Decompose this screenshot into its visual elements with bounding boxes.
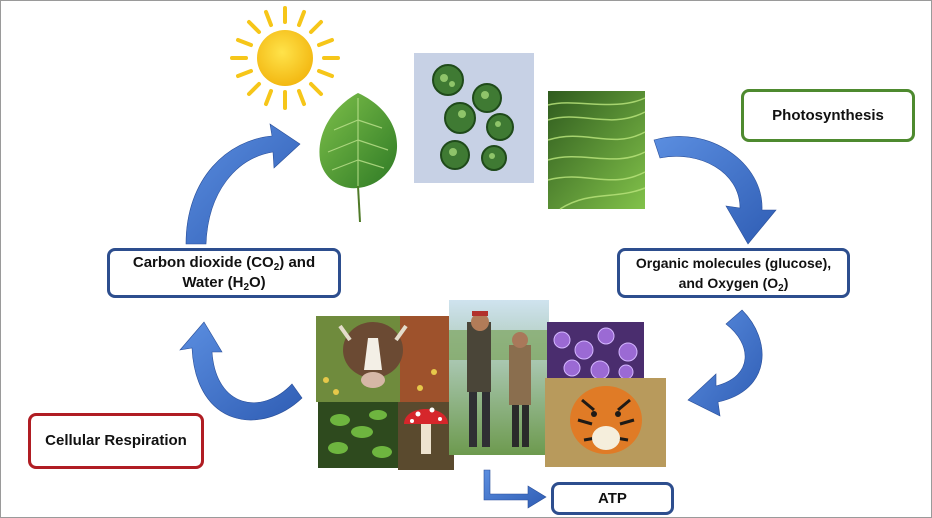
mushroom-image [398, 402, 454, 470]
cellular-respiration-label: Cellular Respiration [45, 432, 187, 449]
bacteria-image [547, 322, 644, 382]
co2-water-line2: Water (H2O) [182, 274, 266, 293]
algae-cells-image [414, 53, 534, 183]
arrow-to-co2-water [179, 321, 303, 421]
organic-molecules-line2: and Oxygen (O2) [678, 275, 789, 294]
co2-water-box: Carbon dioxide (CO2) and Water (H2O) [107, 248, 341, 298]
photosynthesis-box: Photosynthesis [741, 89, 915, 142]
arrow-to-organisms [687, 309, 763, 417]
seagrass-image [547, 91, 646, 210]
co2-water-line1: Carbon dioxide (CO2) and [132, 254, 316, 273]
organic-molecules-line1: Organic molecules (glucose), [635, 255, 832, 271]
atp-box: ATP [551, 482, 674, 515]
arrow-to-photosynthesis [185, 123, 301, 245]
atp-label: ATP [598, 489, 627, 507]
farmers-image [449, 300, 549, 455]
plant-image [318, 402, 398, 468]
organic-molecules-box: Organic molecules (glucose), and Oxygen … [617, 248, 850, 298]
arrow-to-atp [483, 469, 547, 509]
tiger-image [545, 378, 666, 467]
leaf-icon [319, 93, 398, 223]
arrow-to-organic-molecules [653, 136, 777, 245]
sun-icon [230, 6, 340, 110]
cellular-respiration-box: Cellular Respiration [28, 413, 204, 469]
photosynthesis-label: Photosynthesis [772, 106, 884, 124]
cow-image [316, 316, 450, 402]
